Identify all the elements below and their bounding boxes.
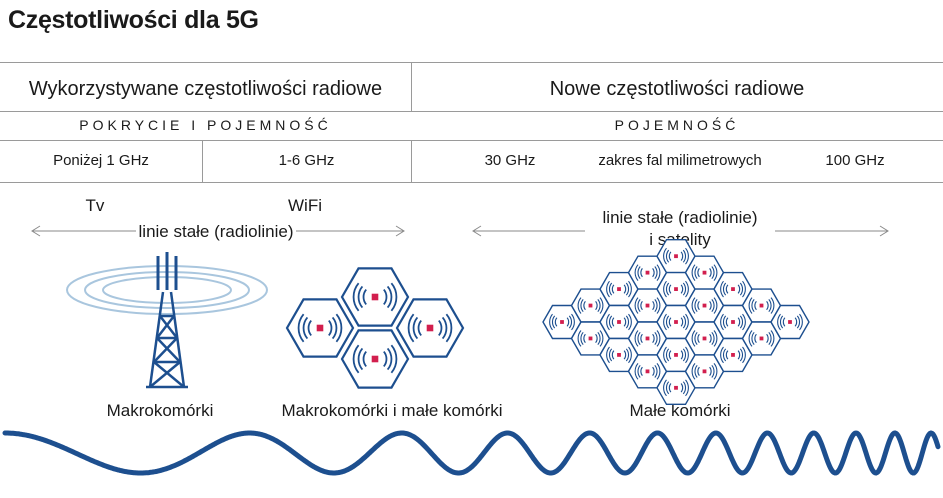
column-divider-bottom <box>411 140 412 182</box>
cell-antenna-dot <box>371 355 379 363</box>
cell-antenna-dot <box>617 320 621 324</box>
right-range-arrow <box>472 225 889 237</box>
cell-antenna-dot <box>702 303 707 308</box>
left-subheader: POKRYCIE I POJEMNOŚĆ <box>79 117 332 133</box>
right-subheader: POJEMNOŚĆ <box>614 117 740 133</box>
table-sub-divider <box>0 140 943 141</box>
hexagon-cell-icon <box>285 298 355 358</box>
right-column-header: Nowe częstotliwości radiowe <box>549 78 805 100</box>
cell-antenna-dot <box>702 270 707 275</box>
cell-antenna-dot <box>731 287 735 291</box>
tv-label: Tv <box>85 196 105 215</box>
left-column-header: Wykorzystywane częstotliwości radiowe <box>28 78 383 100</box>
cell-antenna-dot <box>674 254 678 259</box>
freq-1-6ghz: 1-6 GHz <box>278 152 335 169</box>
freq-100ghz: 100 GHz <box>825 152 885 169</box>
column-divider-top <box>411 62 412 111</box>
hexagon-cell-icon <box>713 337 753 373</box>
page-title: Częstotliwości dla 5G <box>8 6 259 34</box>
cell-antenna-dot <box>731 320 735 324</box>
hexagon-cell-icon <box>684 255 725 290</box>
cell-antenna-dot <box>674 320 678 324</box>
cell-antenna-dot <box>674 287 678 291</box>
cell-antenna-dot <box>588 303 593 308</box>
table-top-border <box>0 62 943 63</box>
hexagon-cell-icon <box>627 321 668 356</box>
hexagon-cell-icon <box>741 321 782 356</box>
frequency-wave-icon <box>2 430 941 476</box>
macro-small-cells-cluster <box>285 267 465 389</box>
radio-tower-icon <box>66 252 268 389</box>
cell-antenna-dot <box>674 385 678 390</box>
right-range-label-1: linie stałe (radiolinie) <box>602 208 758 227</box>
hexagon-cell-icon <box>684 288 725 323</box>
cell-antenna-dot <box>560 320 564 324</box>
cell-antenna-dot <box>645 369 650 374</box>
hexagon-cell-icon <box>395 298 465 358</box>
cell-antenna-dot <box>731 353 735 357</box>
cell-antenna-dot <box>788 320 792 324</box>
table-bottom-border <box>0 182 943 183</box>
caption-macro: Makrokomórki <box>106 401 214 420</box>
hexagon-cell-icon <box>741 288 782 323</box>
caption-macro-small: Makrokomórki i małe komórki <box>281 401 503 420</box>
cell-antenna-dot <box>759 336 764 341</box>
hexagon-cell-icon <box>340 329 410 389</box>
cell-antenna-dot <box>588 336 593 341</box>
hexagon-cell-icon <box>340 267 410 327</box>
hexagon-cell-icon <box>770 304 810 340</box>
cell-antenna-dot <box>702 336 707 341</box>
cell-antenna-dot <box>674 353 678 357</box>
left-range-label: linie stałe (radiolinie) <box>136 222 296 242</box>
cell-antenna-dot <box>371 293 379 301</box>
cell-antenna-dot <box>617 353 621 357</box>
freq-divider <box>202 140 203 182</box>
table-header-divider <box>0 111 943 112</box>
hexagon-cell-icon <box>656 238 696 274</box>
cell-antenna-dot <box>617 287 621 291</box>
small-cells-cluster <box>542 238 810 405</box>
hexagon-cell-icon <box>656 370 696 405</box>
freq-30ghz: 30 GHz <box>484 152 536 169</box>
cell-antenna-dot <box>645 270 650 275</box>
caption-small: Małe komórki <box>629 401 731 420</box>
cell-antenna-dot <box>645 336 650 341</box>
freq-below-1ghz: Poniżej 1 GHz <box>53 152 149 169</box>
cell-antenna-dot <box>759 303 764 308</box>
cell-antenna-dot <box>426 324 434 332</box>
wifi-label: WiFi <box>288 196 322 215</box>
freq-mmwave: zakres fal milimetrowych <box>598 152 762 169</box>
cell-antenna-dot <box>316 324 324 332</box>
left-range-arrow <box>31 225 405 237</box>
cell-antenna-dot <box>702 369 707 374</box>
cell-antenna-dot <box>645 303 650 308</box>
